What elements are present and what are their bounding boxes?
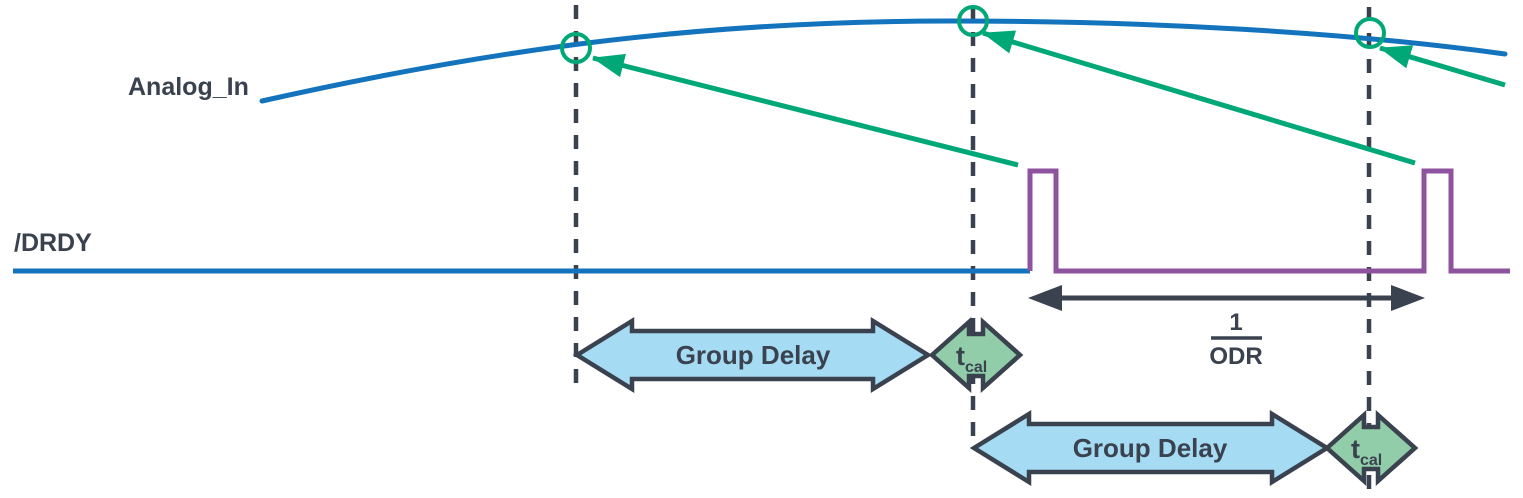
tcal-label-1-subscript: cal [965,359,987,376]
tcal-label-1: tcal [956,341,987,376]
sample-point-circle-2 [957,5,989,37]
analog-in-curve [259,18,1508,104]
odr-period-arrowhead-right [1391,285,1425,311]
drdy-label: /DRDY [14,229,92,257]
sample-mapping-arrow-3 [1379,45,1506,88]
tcal-label-2-subscript: cal [1360,452,1382,469]
tcal-label-1-base: t [956,341,965,371]
group-delay-label-2: Group Delay [1073,433,1228,463]
odr-period-arrowhead-left [1028,285,1062,311]
tcal-diamond-2 [1323,409,1419,487]
sample-point-circle-1 [560,32,592,64]
group-delay-arrow-1 [572,316,933,394]
drdy-pulse-trace [1027,168,1510,274]
group-delay-label-1: Group Delay [676,340,831,370]
tcal-diamond-1 [928,316,1024,394]
sample-mapping-arrow-2 [982,30,1416,166]
odr-fraction-denominator: ODR [1209,343,1262,370]
tcal-label-2: tcal [1351,434,1382,469]
analog-in-label: Analog_In [128,73,249,101]
odr-fraction-numerator: 1 [1229,309,1242,336]
sample-mapping-arrow-1 [592,53,1019,168]
tcal-label-2-base: t [1351,434,1360,464]
sample-point-circle-3 [1354,17,1386,49]
